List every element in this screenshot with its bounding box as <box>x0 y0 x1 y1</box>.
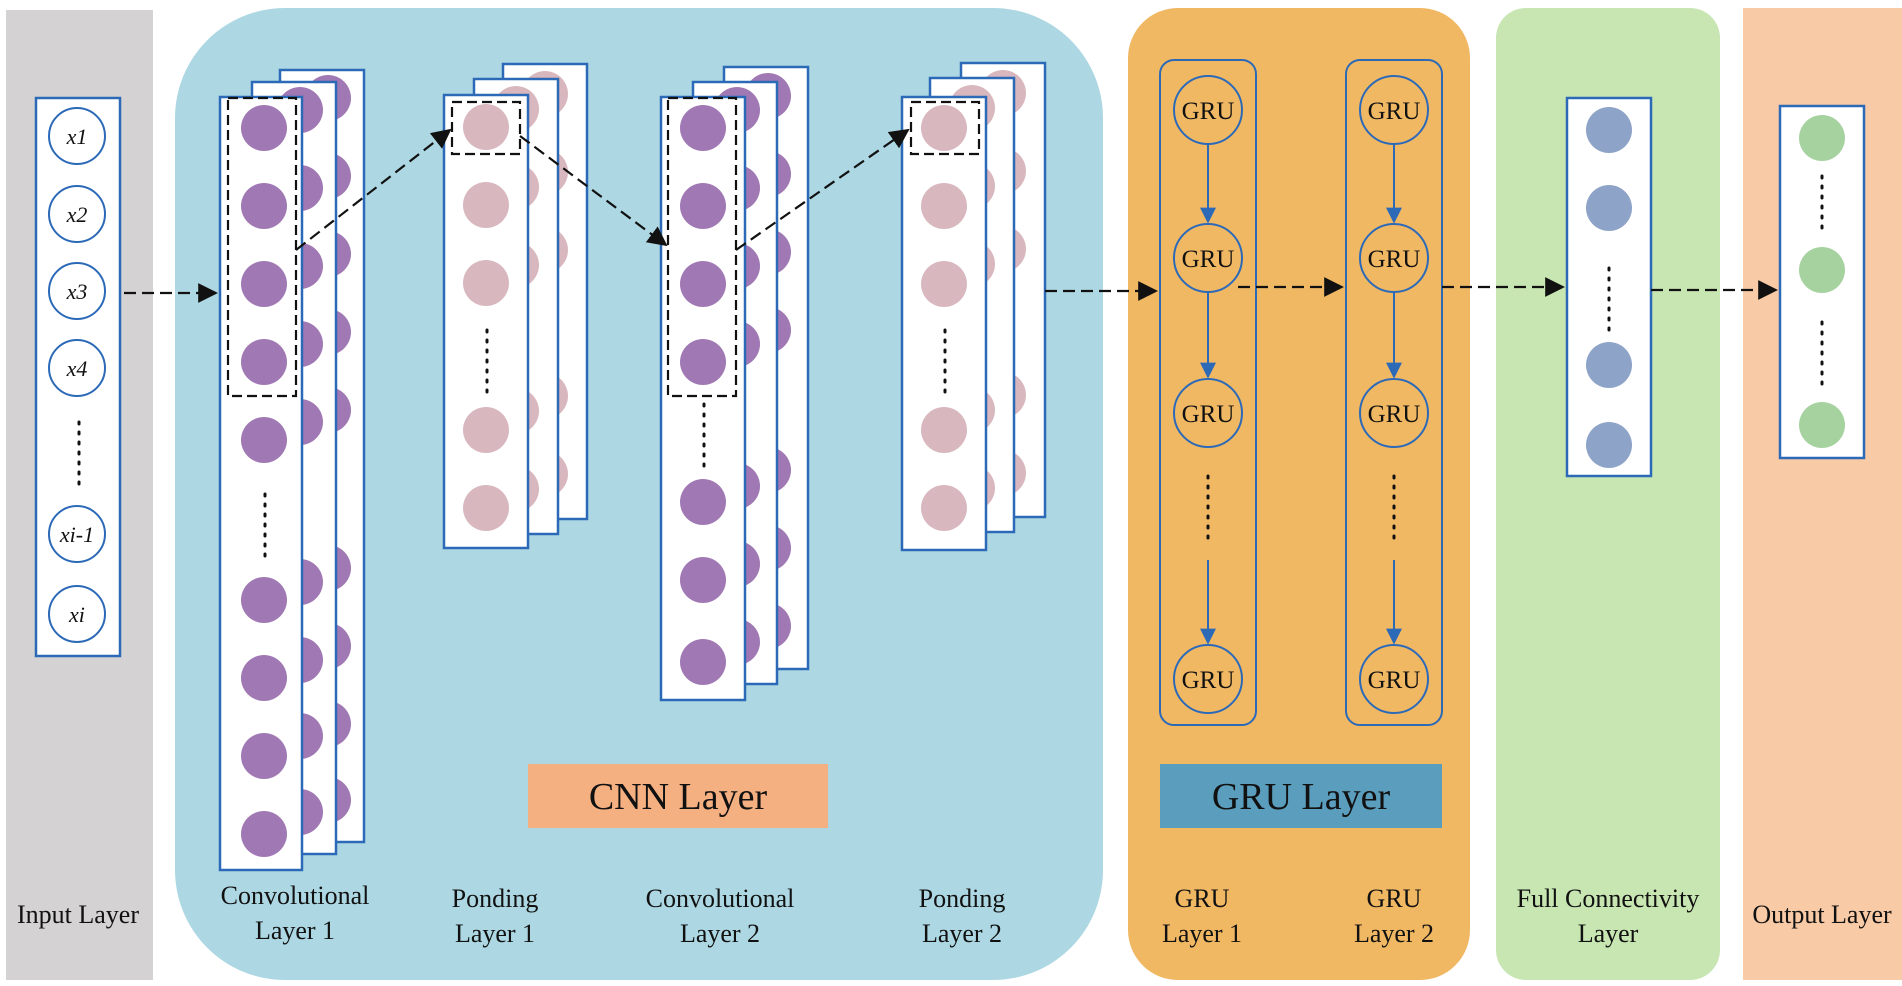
pool2-front-map <box>900 95 988 552</box>
gru-unit-text: GRU <box>1182 246 1235 273</box>
conv-layer-2 <box>659 65 810 702</box>
pool2-label-line2: Layer 2 <box>922 919 1002 948</box>
pool2-window <box>909 100 981 156</box>
output-layer-label: Output Layer <box>1752 900 1892 929</box>
gru-unit-text: GRU <box>1368 401 1421 428</box>
gru-layer-2: GRU GRU GRU GRU <box>1345 59 1443 726</box>
output-vector <box>1778 104 1866 460</box>
gru2-column-box <box>1345 59 1443 726</box>
input-node-label: xi <box>68 602 85 627</box>
fc-vector <box>1565 96 1653 478</box>
gru-unit: GRU <box>1359 223 1429 293</box>
input-node-label: x2 <box>66 202 88 227</box>
flow-arrows <box>124 128 1778 303</box>
gru-unit-text: GRU <box>1182 401 1235 428</box>
input-node-label: x1 <box>66 124 88 149</box>
fc-layer-panel <box>1496 8 1720 980</box>
gru-unit-text: GRU <box>1368 98 1421 125</box>
gru-layer-tag-text: GRU Layer <box>1212 776 1391 818</box>
gru-unit-text: GRU <box>1368 667 1421 694</box>
gru-layer-1: GRU GRU GRU GRU <box>1159 59 1257 726</box>
pool2-neurons <box>921 105 967 531</box>
gru-unit: GRU <box>1173 378 1243 448</box>
conv2-kernel-window <box>666 96 738 398</box>
input-node: x3 <box>48 262 106 320</box>
input-node: xi <box>48 585 106 643</box>
conv2-label-line2: Layer 2 <box>680 919 760 948</box>
pool1-label-line2: Layer 1 <box>455 919 535 948</box>
pool2-label-line1: Ponding <box>919 884 1006 913</box>
conv1-label-line2: Layer 1 <box>255 916 335 945</box>
gru-unit: GRU <box>1173 75 1243 145</box>
fc-neurons <box>1586 107 1632 468</box>
gru-unit: GRU <box>1359 75 1429 145</box>
gru-unit: GRU <box>1173 223 1243 293</box>
gru-unit-text: GRU <box>1368 246 1421 273</box>
gru-unit-text: GRU <box>1182 667 1235 694</box>
gru1-column-box <box>1159 59 1257 726</box>
conv2-neurons <box>680 105 726 685</box>
pool1-neurons <box>463 104 509 531</box>
gru1-label-line2: Layer 1 <box>1162 919 1242 948</box>
gru-layer-tag <box>1160 764 1442 828</box>
input-layer-label: Input Layer <box>17 900 139 929</box>
conv-layer-1 <box>218 68 366 872</box>
input-node: x2 <box>48 185 106 243</box>
pool1-window <box>450 100 522 156</box>
fc-label-line2: Layer <box>1578 919 1639 948</box>
pool1-label-line1: Ponding <box>452 884 539 913</box>
conv2-label-line1: Convolutional <box>646 884 795 913</box>
gru1-label-line1: GRU <box>1175 884 1230 913</box>
cnn-layer-panel <box>175 8 1103 980</box>
arrow-pool1-to-conv2 <box>519 135 668 247</box>
gru2-label-line1: GRU <box>1367 884 1422 913</box>
arrow-conv1-to-pool1 <box>295 128 452 251</box>
gru-layer-panel <box>1128 8 1470 980</box>
input-vector: x1 x2 x3 x4 xi-1 xi <box>34 96 122 658</box>
gru2-label-line2: Layer 2 <box>1354 919 1434 948</box>
input-node: xi-1 <box>48 505 106 563</box>
cnn-layer-tag-text: CNN Layer <box>589 776 768 818</box>
cnn-layer-tag <box>528 764 828 828</box>
pool1-front-map <box>442 93 530 550</box>
conv1-kernel-window <box>226 96 298 398</box>
fc-label-line1: Full Connectivity <box>1517 884 1700 913</box>
gru-unit: GRU <box>1359 378 1429 448</box>
input-node: x1 <box>48 107 106 165</box>
conv1-label-line1: Convolutional <box>221 881 370 910</box>
conv1-neurons <box>241 105 287 857</box>
input-node-label: x4 <box>66 356 88 381</box>
input-node-label: xi-1 <box>59 522 94 547</box>
pool-layer-2 <box>900 61 1047 552</box>
input-node: x4 <box>48 339 106 397</box>
gru-unit-text: GRU <box>1182 98 1235 125</box>
gru-unit: GRU <box>1173 644 1243 714</box>
output-neurons <box>1799 115 1845 448</box>
input-node-label: x3 <box>66 279 88 304</box>
pool-layer-1 <box>442 62 589 550</box>
gru-unit: GRU <box>1359 644 1429 714</box>
